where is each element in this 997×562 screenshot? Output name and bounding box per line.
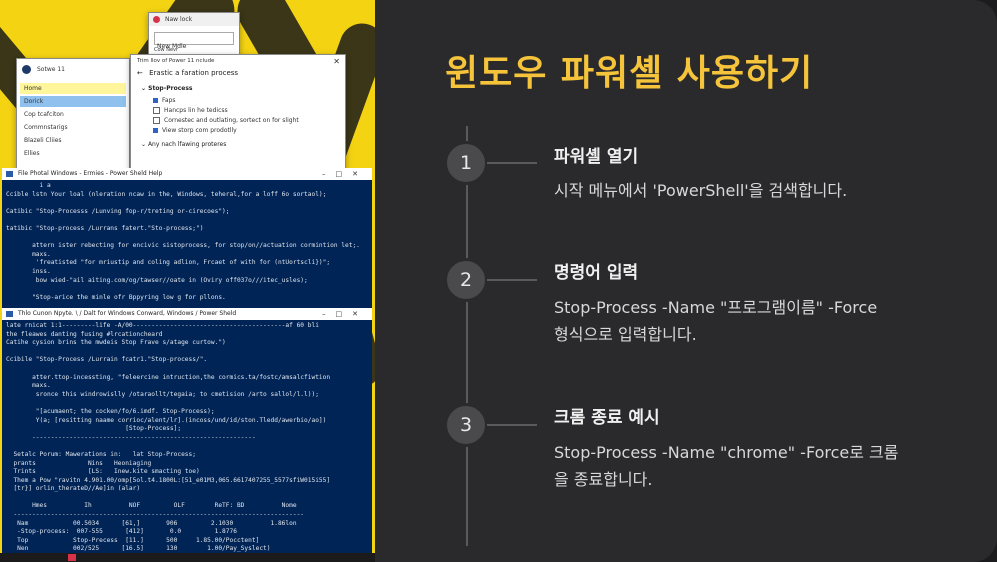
panel-option[interactable]: View storp com prodotlly xyxy=(153,127,323,134)
step-2-desc: Stop-Process -Name "프로그램이름" -Force 형식으로 … xyxy=(554,298,878,344)
panel-section: ⌄ Stop-Process xyxy=(131,79,345,92)
panel-footer-label: Any nach lfawing proteres xyxy=(147,141,227,148)
ps1-title: File Photal Windows - Ermies - Power She… xyxy=(18,170,163,177)
taskbar-app-icon[interactable] xyxy=(68,554,76,561)
powershell-window-1: File Photal Windows - Ermies - Power She… xyxy=(2,168,372,308)
settings-icon xyxy=(22,65,31,74)
settings-window: Sotwe 11 Home Dorick Cop tcafciton Commn… xyxy=(16,58,130,172)
ps2-titlebar: Thlo Cunon Npyte. \ / Dalt for Windows C… xyxy=(2,308,372,320)
settings-item[interactable]: Ellies xyxy=(24,150,40,157)
panel-title: Trim llov of Power 11 nclude xyxy=(137,58,215,64)
notepad-sub: Cow Nevr xyxy=(154,47,179,53)
settings-item[interactable]: Dorick xyxy=(20,96,126,107)
app-icon xyxy=(153,16,160,23)
checkbox-icon[interactable] xyxy=(153,117,160,124)
notepad-titlebar: Naw lock xyxy=(149,13,239,26)
panel-option[interactable]: Faps xyxy=(153,97,323,104)
step-connector xyxy=(487,162,537,164)
powershell-icon xyxy=(6,311,13,317)
window-controls[interactable]: –□✕ xyxy=(322,310,368,318)
panel-heading-row: ← Erastic a faration process xyxy=(131,67,345,79)
panel-option[interactable]: Cornestec and outlating, sortect on for … xyxy=(153,117,323,124)
step-2-title: 명령어 입력 xyxy=(554,263,639,283)
step-connector xyxy=(487,279,537,281)
option-label: View storp com prodotlly xyxy=(162,127,237,134)
settings-item[interactable]: Blazeli Cliies xyxy=(24,137,62,144)
step-3-desc: Stop-Process -Name "chrome" -Force로 크롬 을… xyxy=(554,443,899,489)
settings-title: Sotwe 11 xyxy=(37,66,65,73)
checkbox-icon[interactable] xyxy=(153,98,158,103)
option-label: Cornestec and outlating, sortect on for … xyxy=(164,117,299,124)
step-3-title: 크롬 종료 예시 xyxy=(554,408,660,428)
checkbox-icon[interactable] xyxy=(153,107,160,114)
checkbox-icon[interactable] xyxy=(153,128,158,133)
option-label: Hancps lin he tedicss xyxy=(164,107,228,114)
ps1-console-text[interactable]: i a Ccible lstn Your loal (nleration nca… xyxy=(6,182,360,301)
back-arrow-icon[interactable]: ← xyxy=(137,69,143,77)
step-1-number: 1 xyxy=(444,141,488,185)
panel-footer: ⌄ Any nach lfawing proteres xyxy=(131,137,345,152)
ps2-console-text[interactable]: late rnicat 1:1---------life -A/00------… xyxy=(6,322,331,553)
chevron-down-icon[interactable]: ⌄ xyxy=(141,85,147,92)
settings-header: Sotwe 11 xyxy=(17,59,129,79)
settings-item[interactable]: Cop tcafciton xyxy=(24,111,64,118)
close-icon[interactable]: ✕ xyxy=(333,57,340,66)
notepad-input-value: New Mdle xyxy=(157,43,187,50)
timeline-line xyxy=(466,126,468,546)
notepad-input[interactable]: New Mdle xyxy=(154,32,234,50)
slide-panel: 윈도우 파워셸 사용하기 1 파워셸 열기 시작 메뉴에서 'PowerShel… xyxy=(375,0,997,562)
notepad-title: Naw lock xyxy=(165,16,193,23)
powershell-icon xyxy=(6,171,13,177)
step-3-number: 3 xyxy=(444,403,488,447)
window-controls[interactable]: –□✕ xyxy=(322,170,368,178)
step-1-title: 파워셸 열기 xyxy=(554,147,639,167)
screenshot-collage: Naw lock New Mdle Cow Nevr Sotwe 11 Home… xyxy=(0,0,375,562)
option-label: Faps xyxy=(162,97,176,104)
step-1-desc: 시작 메뉴에서 'PowerShell'을 검색합니다. xyxy=(554,181,848,200)
panel-section-label: Stop-Process xyxy=(148,85,193,92)
settings-item[interactable]: Commnstarigs xyxy=(24,124,68,131)
powershell-window-2: Thlo Cunon Npyte. \ / Dalt for Windows C… xyxy=(2,308,372,553)
chevron-down-icon[interactable]: ⌄ xyxy=(141,141,147,148)
panel-options: Faps Hancps lin he tedicss Cornestec and… xyxy=(131,92,345,137)
ps2-title: Thlo Cunon Npyte. \ / Dalt for Windows C… xyxy=(18,310,237,317)
panel-heading: Erastic a faration process xyxy=(149,69,239,77)
ps1-titlebar: File Photal Windows - Ermies - Power She… xyxy=(2,168,372,180)
settings-item[interactable]: Home xyxy=(20,83,126,94)
taskbar xyxy=(0,553,375,562)
notepad-window: Naw lock New Mdle Cow Nevr xyxy=(148,12,240,62)
step-2-number: 2 xyxy=(444,258,488,302)
step-connector xyxy=(487,424,537,426)
slide-title: 윈도우 파워셸 사용하기 xyxy=(445,53,814,94)
panel-option[interactable]: Hancps lin he tedicss xyxy=(153,107,323,114)
settings-list: Home Dorick Cop tcafciton Commnstarigs B… xyxy=(17,79,129,163)
options-panel: Trim llov of Power 11 nclude ✕ ← Erastic… xyxy=(130,54,346,172)
